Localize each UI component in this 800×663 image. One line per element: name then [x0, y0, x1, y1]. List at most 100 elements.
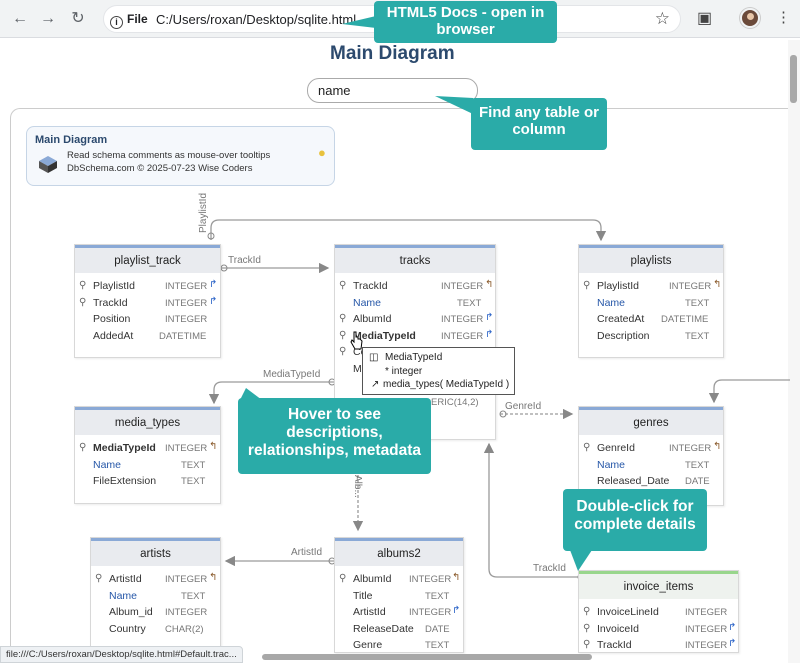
column-tooltip: ◫ MediaTypeId * integer ↗ media_types( M…: [362, 347, 515, 395]
info-icon: i: [110, 16, 123, 29]
table-header[interactable]: tracks: [335, 245, 495, 273]
extensions-icon[interactable]: ▣: [697, 10, 713, 27]
key-icon: ⚲: [79, 296, 87, 308]
search-icon: ⚲: [583, 639, 591, 650]
callout-pointer: [342, 16, 376, 28]
referenced-icon: ↰: [209, 572, 218, 583]
tooltip-column-type: * integer: [385, 366, 423, 377]
fk-arrow-icon: ↗: [371, 379, 380, 390]
referenced-icon: ↰: [209, 441, 218, 452]
search-icon: ⚲: [339, 346, 347, 357]
key-icon: ⚲: [339, 280, 347, 291]
fk-icon: ↱: [485, 312, 494, 323]
page-title: Main Diagram: [330, 43, 455, 64]
info-card-title: Main Diagram: [35, 134, 108, 146]
callout-hover: Hover to see descriptions, relationships…: [238, 398, 431, 474]
vertical-scrollbar[interactable]: [788, 40, 800, 663]
fk-icon: ↱: [485, 328, 494, 340]
edge-playlistid: [210, 219, 607, 242]
key-icon: ⚲: [339, 573, 347, 584]
fk-icon: ↱: [728, 621, 737, 633]
callout-pointer: [435, 96, 473, 114]
mouse-cursor-icon: [350, 331, 363, 350]
referenced-icon: ↰: [713, 441, 722, 452]
callout-html5-docs: HTML5 Docs - open in browser: [374, 1, 557, 43]
bookmark-star-icon[interactable]: ☆: [654, 9, 670, 28]
reload-icon[interactable]: ↻: [71, 10, 85, 27]
search-icon: ⚲: [339, 329, 347, 341]
table-header[interactable]: albums2: [335, 538, 463, 566]
table-header[interactable]: artists: [91, 538, 220, 566]
avatar[interactable]: [740, 8, 760, 28]
back-icon[interactable]: ←: [12, 10, 28, 27]
tooltip-column-name: MediaTypeId: [385, 352, 443, 363]
edge-label-artistid: ArtistId: [291, 547, 323, 558]
edge-mediatypeid: [208, 381, 336, 405]
key-icon: ⚲: [95, 573, 103, 584]
status-bar-url: file:///C:/Users/roxan/Desktop/sqlite.ht…: [0, 646, 243, 663]
table-header[interactable]: invoice_items: [579, 571, 738, 599]
horizontal-scrollbar-thumb[interactable]: [262, 654, 592, 660]
menu-kebab-icon[interactable]: ⋮: [776, 9, 791, 26]
vertical-scrollbar-thumb[interactable]: [790, 55, 797, 103]
column-row[interactable]: ERIC(14,2): [431, 396, 479, 408]
table-header[interactable]: media_types: [75, 407, 220, 435]
diagram-info-card: Main Diagram Read schema comments as mou…: [26, 126, 335, 186]
edge-trackid-bottom: [483, 442, 578, 578]
key-icon: ⚲: [583, 442, 591, 453]
edge-label-trackid-bottom: TrackId: [533, 563, 566, 574]
diagram-canvas: [10, 108, 788, 653]
table-header[interactable]: playlists: [579, 245, 723, 273]
edge-label-albumid: Alb...: [352, 475, 363, 498]
referenced-icon: ↰: [485, 279, 494, 290]
key-icon: ⚲: [79, 442, 87, 453]
url-text[interactable]: C:/Users/roxan/Desktop/sqlite.html: [156, 12, 357, 27]
info-card-line2: DbSchema.com © 2025-07-23 Wise Coders: [67, 163, 253, 174]
column-row[interactable]: Mi: [353, 362, 365, 375]
table-header[interactable]: genres: [579, 407, 723, 435]
forward-icon[interactable]: →: [40, 10, 56, 27]
lightbulb-icon[interactable]: ●: [318, 145, 326, 160]
key-icon: ⚲: [583, 280, 591, 291]
tooltip-reference: media_types( MediaTypeId ): [383, 379, 510, 390]
info-card-line1: Read schema comments as mouse-over toolt…: [67, 150, 271, 161]
table-header[interactable]: playlist_track: [75, 245, 220, 273]
